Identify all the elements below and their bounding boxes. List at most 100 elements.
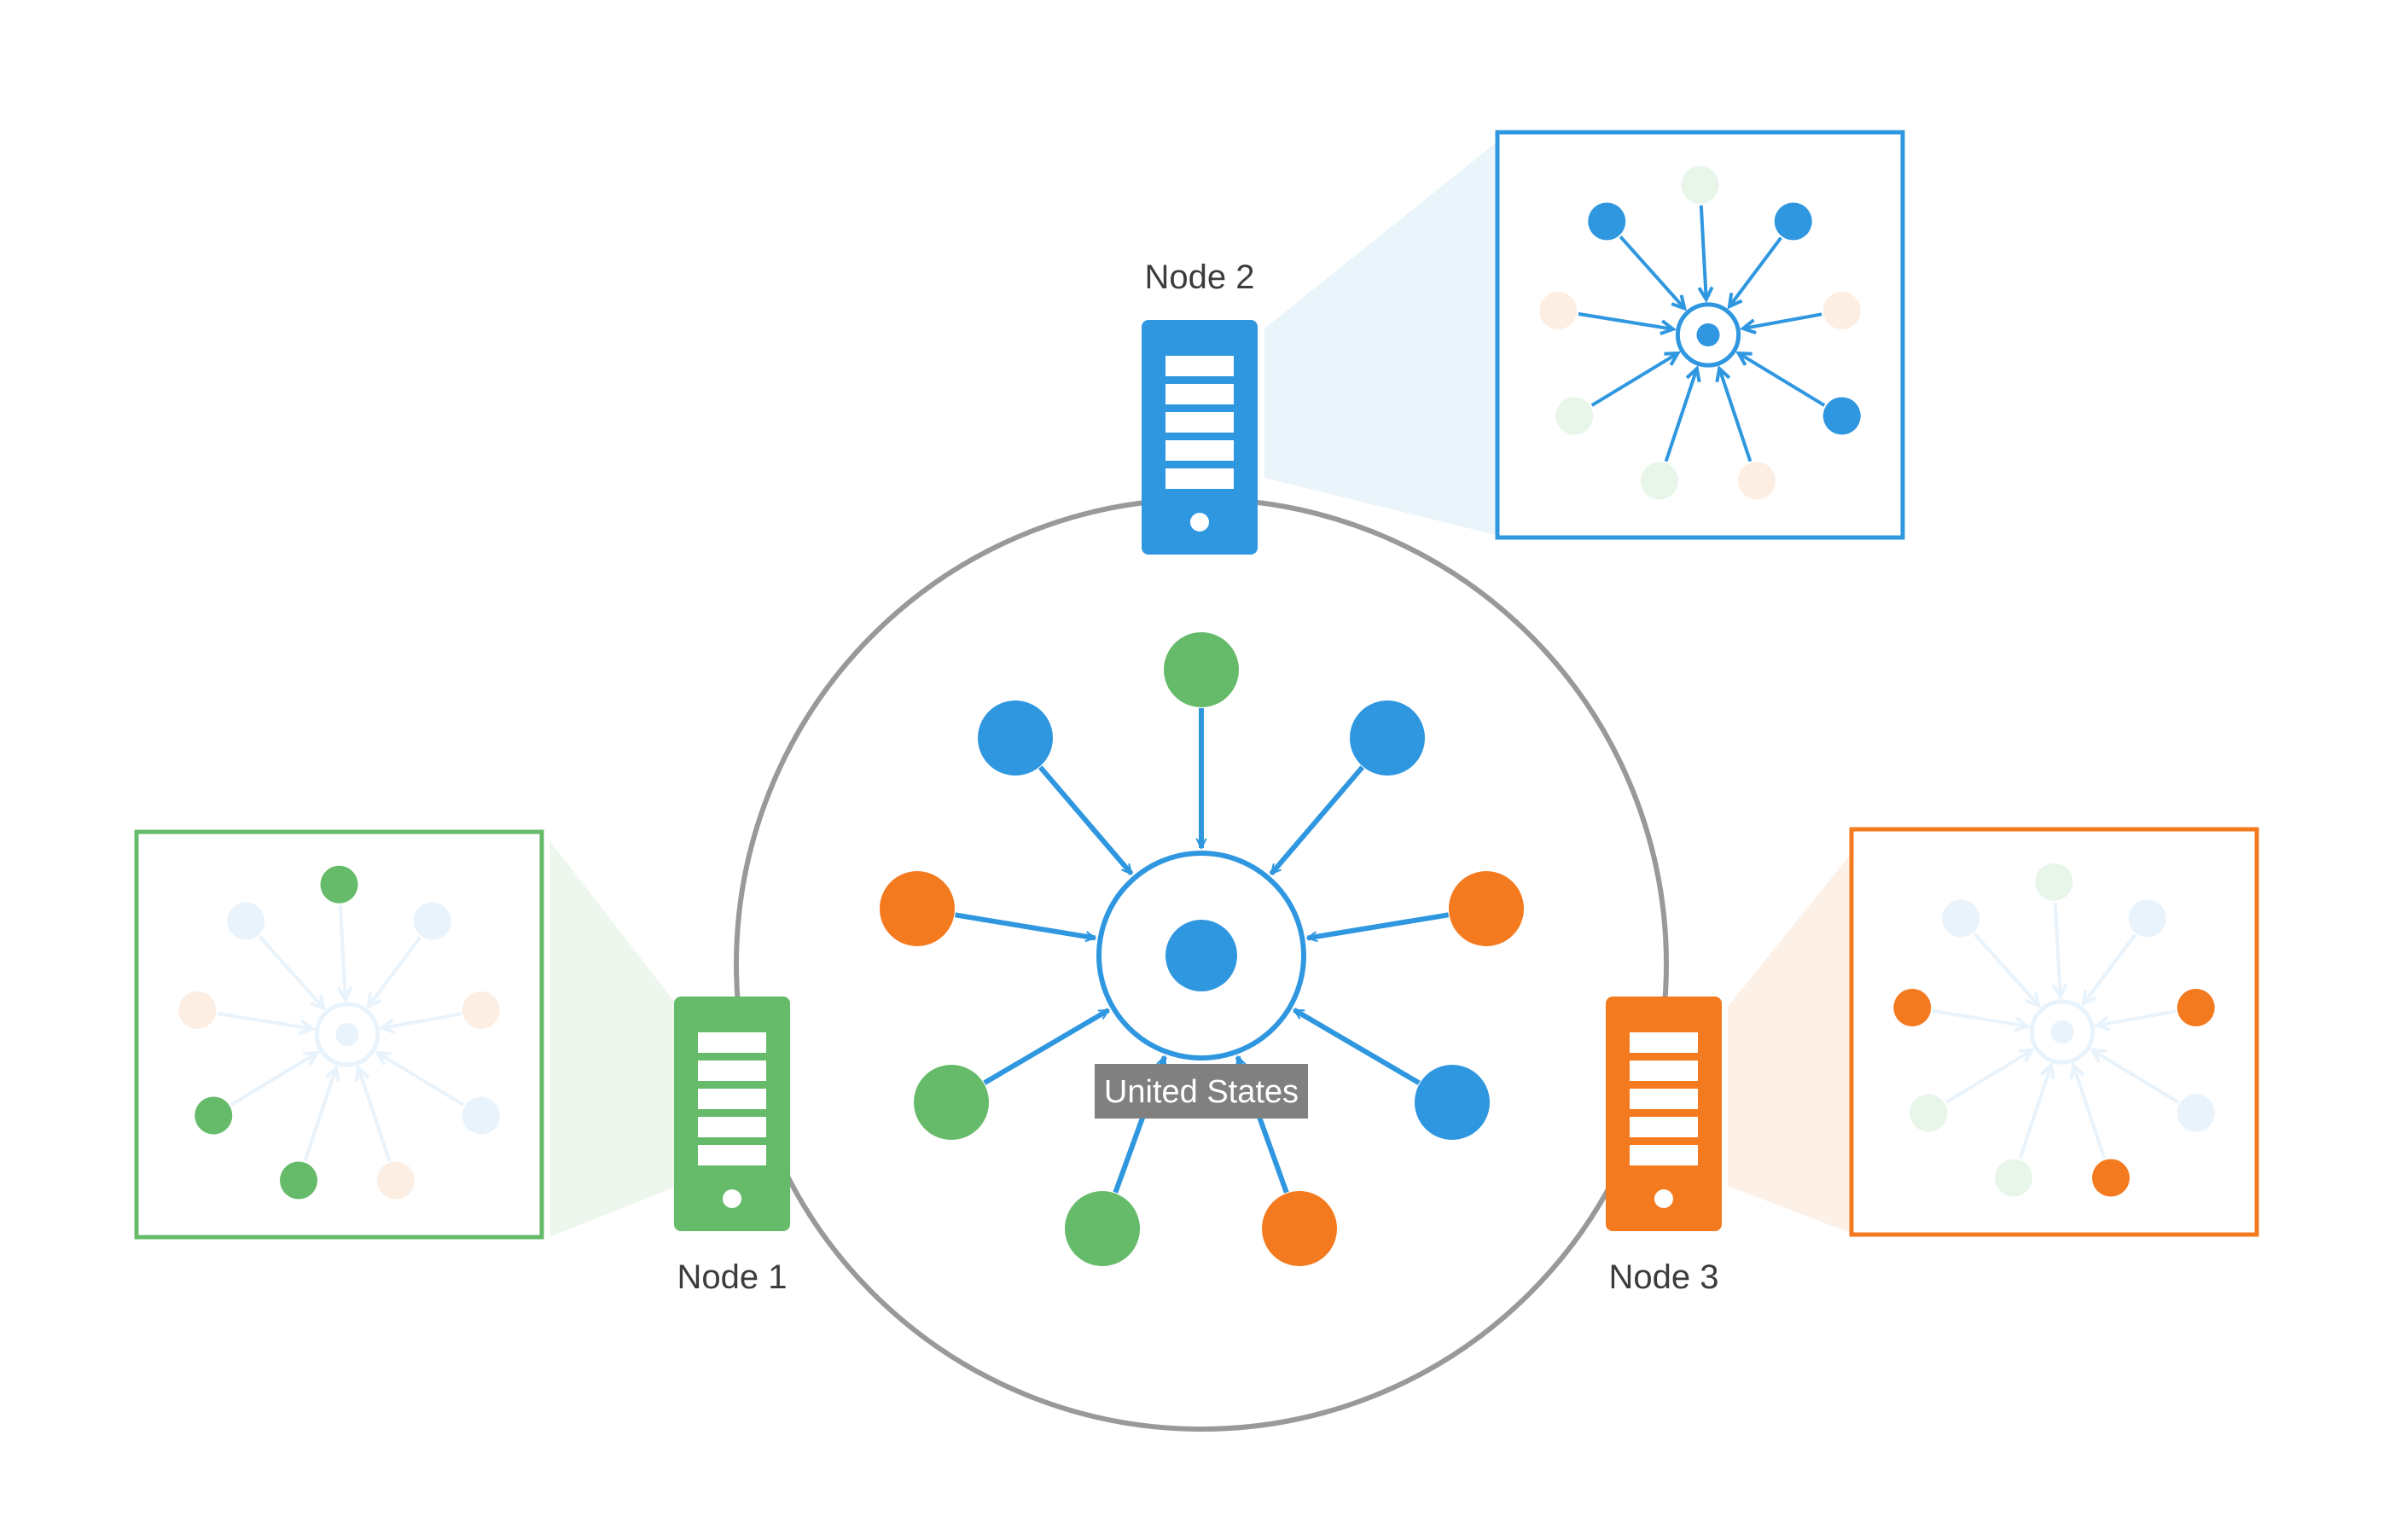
- inset-spoke-arrow: [1944, 1049, 2033, 1104]
- inset-spoke-arrow: [1590, 352, 1679, 407]
- main-spoke-node: [1164, 632, 1239, 707]
- inset-spoke-arrow: [2082, 933, 2136, 1005]
- inset-arrow-head: [2081, 990, 2097, 1007]
- inset-spoke-arrow: [303, 1067, 338, 1162]
- inset-hub-dot: [2050, 1020, 2074, 1044]
- inset-spoke-arrow: [1718, 368, 1753, 462]
- server-power-light: [723, 1189, 741, 1208]
- inset-spoke-node: [1539, 292, 1578, 329]
- server-slot: [1165, 440, 1234, 461]
- main-spoke-node: [1350, 700, 1425, 776]
- server-label: Node 1: [677, 1258, 788, 1296]
- inset-spoke-node: [2128, 899, 2166, 938]
- main-hub-dot: [1165, 920, 1237, 991]
- center-label-text: United States: [1104, 1074, 1299, 1110]
- inset-spoke-arrow: [381, 1012, 462, 1031]
- inset-arrow-head: [1715, 365, 1731, 383]
- main-spoke-arrow: [1294, 1008, 1421, 1085]
- inset-spoke-node: [1555, 397, 1594, 435]
- server-slot: [698, 1061, 766, 1081]
- main-spoke-node: [880, 871, 955, 946]
- server-slot: [1165, 384, 1234, 404]
- inset-arrow-head: [1685, 365, 1701, 383]
- inset-arrow-head: [354, 1065, 370, 1083]
- inset-spoke-arrow: [1699, 205, 1708, 300]
- inset-arrow-head: [1671, 294, 1688, 311]
- main-spoke-arrow: [983, 1008, 1109, 1085]
- main-spoke-node: [1262, 1191, 1337, 1266]
- inset-spoke-arrow: [1742, 312, 1822, 331]
- inset-arrow-head: [1735, 351, 1753, 366]
- inset-spoke-node: [2092, 1159, 2130, 1197]
- inset-spoke-node: [462, 991, 500, 1029]
- inset-spoke-arrow: [1932, 1008, 2028, 1028]
- inset-arrow-head: [1739, 318, 1757, 334]
- server-label: Node 2: [1145, 259, 1255, 296]
- inset-spoke-arrow: [367, 936, 421, 1008]
- inset-spoke-node: [1942, 899, 1980, 938]
- inset-arrow-head: [310, 994, 327, 1011]
- wedge-node-1: [549, 840, 678, 1237]
- inset-spoke-arrow: [2096, 1009, 2177, 1028]
- main-spoke-arrow: [1269, 765, 1365, 876]
- inset-node-3: [1849, 827, 2259, 1237]
- center-label: United States: [1095, 1064, 1308, 1119]
- server-slot: [698, 1117, 766, 1137]
- inset-spoke-arrow: [1578, 311, 1674, 331]
- inset-arrow-head: [1697, 286, 1714, 304]
- server-slot: [1630, 1117, 1698, 1137]
- inset-hub-dot: [335, 1022, 359, 1047]
- main-spoke-node: [1449, 871, 1524, 946]
- main-spoke-arrow: [954, 912, 1095, 938]
- wedge-node-2: [1264, 135, 1506, 538]
- inset-arrow-head: [2018, 1048, 2035, 1063]
- inset-arrow-head: [324, 1065, 340, 1083]
- server-slot: [698, 1032, 766, 1053]
- server-slot: [1630, 1032, 1698, 1053]
- inset-arrow-head: [2090, 1048, 2107, 1063]
- inset-spoke-node: [1995, 1159, 2032, 1197]
- inset-spoke-node: [1822, 292, 1861, 329]
- inset-spoke-arrow: [2018, 1065, 2053, 1159]
- server-slot: [698, 1089, 766, 1109]
- inset-spoke-arrow: [1737, 352, 1826, 407]
- wedge-node-3: [1728, 840, 1862, 1237]
- server-icon: [1142, 320, 1258, 555]
- inset-spoke-arrow: [357, 1067, 392, 1162]
- main-spoke-node: [914, 1065, 989, 1140]
- server-slot: [1165, 468, 1234, 489]
- server-slot: [1165, 412, 1234, 433]
- inset-arrow-head: [375, 1050, 392, 1066]
- server-slot: [1630, 1145, 1698, 1165]
- inset-arrow-head: [2093, 1015, 2111, 1032]
- inset-arrow-head: [378, 1018, 396, 1034]
- inset-spoke-node: [462, 1096, 500, 1135]
- inset-spoke-node: [413, 902, 451, 940]
- main-spoke-node: [1415, 1065, 1490, 1140]
- server-icon: [1606, 997, 1722, 1231]
- server-node-2: Node 2: [1142, 259, 1258, 555]
- inset-spoke-arrow: [1619, 235, 1686, 310]
- inset-spoke-node: [377, 1161, 415, 1200]
- inset-arrow-head: [1727, 293, 1743, 310]
- inset-spoke-node: [195, 1096, 233, 1135]
- inset-node-2: [1495, 130, 1905, 540]
- inset-spoke-arrow: [258, 935, 325, 1009]
- server-power-light: [1190, 513, 1209, 532]
- inset-spoke-arrow: [1664, 368, 1699, 462]
- inset-arrow-head: [303, 1050, 320, 1066]
- inset-arrow-head: [1664, 351, 1681, 366]
- server-slot: [1165, 356, 1234, 376]
- inset-spoke-node: [1738, 462, 1776, 500]
- inset-arrow-head: [336, 985, 353, 1003]
- inset-spoke-node: [1641, 462, 1678, 500]
- server-slot: [698, 1145, 766, 1165]
- inset-spoke-node: [2177, 989, 2215, 1026]
- inset-spoke-node: [178, 991, 217, 1029]
- inset-arrow-head: [2039, 1062, 2055, 1080]
- main-spoke-node: [978, 700, 1053, 776]
- inset-spoke-arrow: [376, 1051, 465, 1107]
- inset-spoke-arrow: [1728, 236, 1782, 308]
